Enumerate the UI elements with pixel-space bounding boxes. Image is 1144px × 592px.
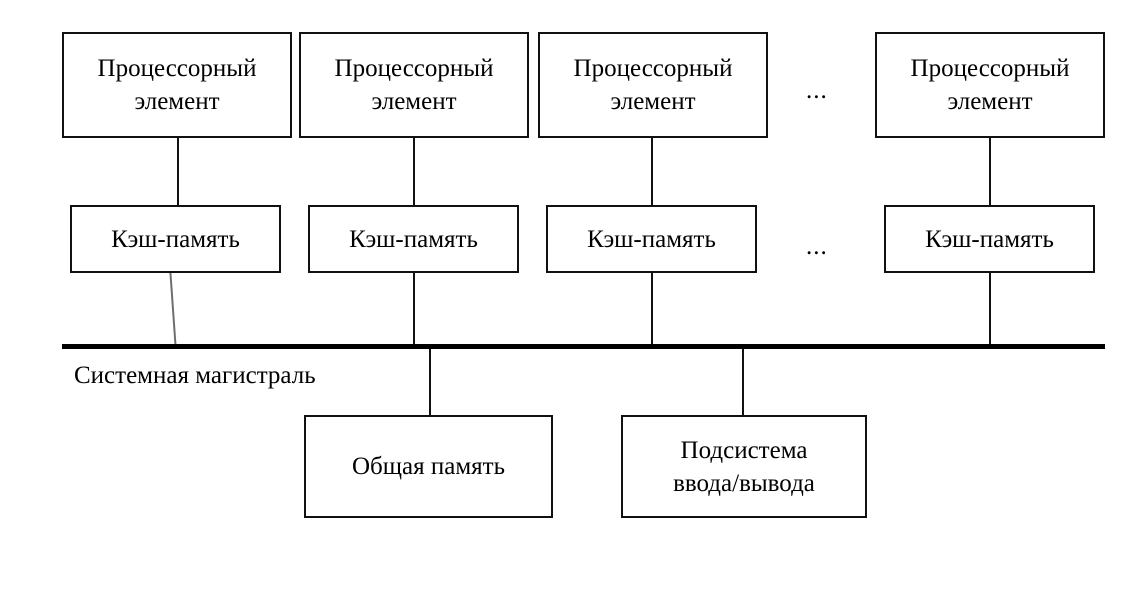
cache-memory-box-3: Кэш-память (546, 205, 757, 273)
processor-element-label-2-line2: элемент (371, 88, 457, 115)
processor-element-label-2-line1: Процессорный (334, 55, 494, 82)
connector-pe3-to-cache3 (651, 138, 653, 206)
io-subsystem-box: Подсистема ввода/вывода (621, 415, 867, 518)
connector-cache3-to-bus (651, 273, 653, 346)
processor-element-box-4: Процессорный элемент (875, 32, 1105, 138)
shared-memory-label: Общая память (352, 453, 505, 480)
cache-row-ellipsis: ... (806, 233, 828, 260)
cache-memory-label-4: Кэш-память (925, 225, 1054, 253)
processor-element-label-4-line1: Процессорный (910, 55, 1070, 82)
connector-cache2-to-bus (413, 273, 415, 346)
processor-element-label-1-line1: Процессорный (97, 55, 257, 82)
io-subsystem-label-line2: ввода/вывода (673, 469, 815, 497)
cache-memory-label-1: Кэш-память (111, 225, 240, 253)
shared-memory-box: Общая память (304, 415, 553, 518)
processor-element-box-2: Процессорный элемент (299, 32, 529, 138)
connector-bus-to-shared-memory (429, 347, 431, 417)
connector-bus-to-io-subsystem (742, 347, 744, 417)
cache-memory-box-1: Кэш-память (70, 205, 281, 273)
connector-cache1-to-bus (169, 273, 177, 346)
cache-memory-box-4: Кэш-память (884, 205, 1095, 273)
connector-pe1-to-cache1 (177, 138, 179, 206)
system-bus-line (62, 344, 1105, 349)
processor-element-label-1-line2: элемент (134, 88, 220, 115)
processor-row-ellipsis: ... (806, 77, 828, 104)
cache-memory-label-3: Кэш-память (587, 225, 716, 253)
cache-memory-label-2: Кэш-память (349, 225, 478, 253)
connector-cache4-to-bus (989, 273, 991, 346)
processor-element-label-3-line1: Процессорный (573, 55, 733, 82)
processor-element-label-3-line2: элемент (610, 88, 696, 115)
processor-element-box-1: Процессорный элемент (62, 32, 292, 138)
connector-pe4-to-cache4 (989, 138, 991, 206)
cache-memory-box-2: Кэш-память (308, 205, 519, 273)
processor-element-box-3: Процессорный элемент (538, 32, 768, 138)
connector-pe2-to-cache2 (413, 138, 415, 206)
processor-element-label-4-line2: элемент (947, 88, 1033, 115)
system-bus-label: Системная магистраль (74, 362, 316, 389)
io-subsystem-label-line1: Подсистема (680, 436, 808, 464)
